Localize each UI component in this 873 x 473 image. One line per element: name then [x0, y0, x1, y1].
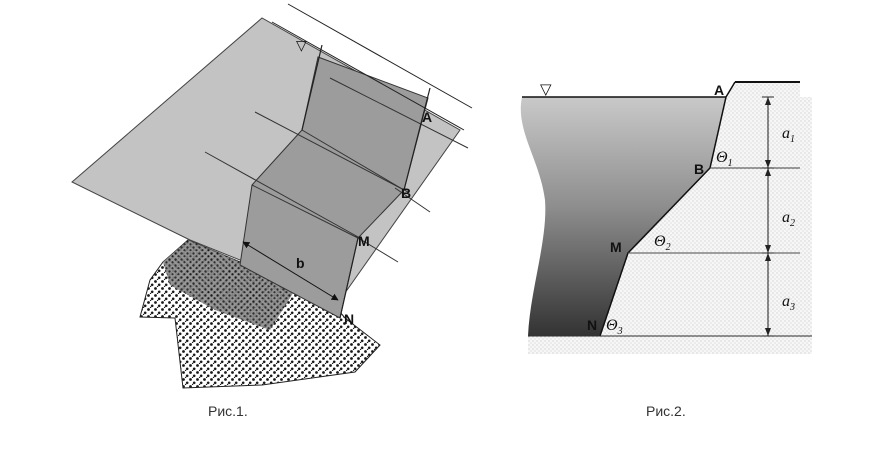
angle-theta-3: Θ3 [606, 317, 623, 337]
figure-1: ▽ A B M N b Рис.1. [71, 3, 473, 419]
label-b: B [401, 185, 411, 201]
level-line-m2 [354, 235, 399, 263]
label-n: N [587, 317, 597, 333]
angle-theta-2: Θ2 [654, 233, 671, 253]
water-body [520, 97, 726, 336]
arrowhead-a1-bottom [765, 160, 771, 168]
arrowhead-a3-top [765, 253, 771, 261]
edge-line-right [403, 87, 431, 191]
figure-2-caption: Рис.2. [646, 403, 686, 419]
level-line-b2 [394, 187, 431, 213]
water-surface-line-1 [287, 3, 473, 109]
level-line-a [329, 77, 469, 149]
arrowhead-a1-top [765, 97, 771, 105]
edge-line-mn [339, 237, 359, 319]
level-line-b1 [254, 111, 409, 193]
label-a: A [422, 109, 432, 125]
water-level-symbol: ▽ [296, 38, 307, 54]
angle-theta-1: Θ1 [716, 149, 733, 169]
dimension-a1: a1 [782, 125, 795, 145]
water-surface-line-2 [271, 21, 465, 131]
level-line-m1 [204, 151, 361, 239]
fold-line-upper [301, 129, 405, 191]
label-m: M [358, 233, 370, 249]
arrowhead-a2-bottom [765, 245, 771, 253]
dimension-b-arrow [242, 241, 339, 301]
soil-floor [528, 336, 812, 354]
figure-2: ▽ A B M N Θ1 Θ2 Θ3 a1 a2 a3 Рис.2. [520, 80, 812, 419]
label-n: N [344, 311, 354, 327]
dimension-a3: a3 [782, 293, 795, 313]
arrowhead-a3-bottom [765, 328, 771, 336]
edge-line-left [301, 44, 323, 131]
label-b: B [694, 161, 704, 177]
soil-section [600, 82, 812, 336]
submerged-soil [163, 240, 295, 330]
label-m: M [610, 239, 622, 255]
dimension-a2: a2 [782, 209, 795, 229]
arrowhead-a2-top [765, 168, 771, 176]
water-level-symbol: ▽ [540, 80, 552, 98]
label-dimension-b: b [296, 255, 305, 271]
fold-line-lower [251, 184, 359, 239]
figure-1-caption: Рис.1. [208, 403, 248, 419]
label-a: A [714, 82, 724, 98]
